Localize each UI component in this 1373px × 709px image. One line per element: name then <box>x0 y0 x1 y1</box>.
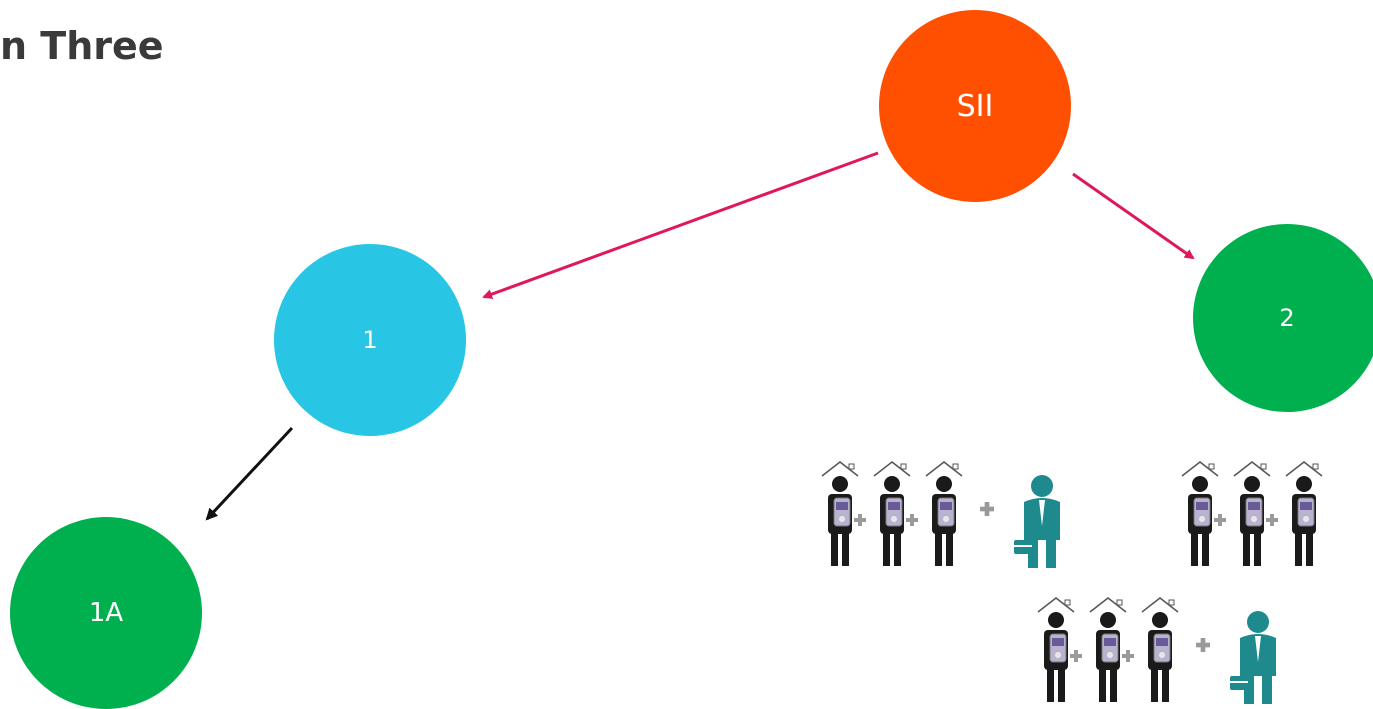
edge-1-to-1a <box>205 426 294 521</box>
plus-icon <box>1196 638 1210 652</box>
node-1a-label: 1A <box>88 598 124 628</box>
icon-group-3 <box>1037 597 1276 704</box>
page-title: n Three <box>0 24 164 68</box>
household-resident-icon <box>925 461 963 566</box>
node-1: 1 <box>274 244 466 436</box>
plus-icon <box>1266 514 1278 526</box>
plus-icon <box>854 514 866 526</box>
household-resident-icon <box>1089 597 1127 702</box>
household-resident-icon <box>1285 461 1323 566</box>
icon-group-1 <box>821 461 1060 568</box>
household-resident-icon <box>1181 461 1219 566</box>
node-1a: 1A <box>10 517 202 709</box>
care-worker-icon <box>1230 611 1276 704</box>
plus-icon <box>1122 650 1134 662</box>
household-resident-icon <box>1037 597 1075 702</box>
plus-icon <box>1070 650 1082 662</box>
household-resident-icon <box>873 461 911 566</box>
node-2-label: 2 <box>1279 304 1295 332</box>
household-resident-icon <box>1141 597 1179 702</box>
node-2: 2 <box>1193 224 1373 412</box>
care-worker-icon <box>1014 475 1060 568</box>
edge-sii-to-2 <box>1072 172 1195 260</box>
edge-sii-to-1 <box>482 151 879 299</box>
household-resident-icon <box>1233 461 1271 566</box>
node-sii: SII <box>879 10 1071 202</box>
node-sii-label: SII <box>956 88 994 124</box>
plus-icon <box>1214 514 1226 526</box>
plus-icon <box>906 514 918 526</box>
plus-icon <box>980 502 994 516</box>
node-1-label: 1 <box>362 326 378 354</box>
household-resident-icon <box>821 461 859 566</box>
icon-group-2 <box>1181 461 1323 566</box>
